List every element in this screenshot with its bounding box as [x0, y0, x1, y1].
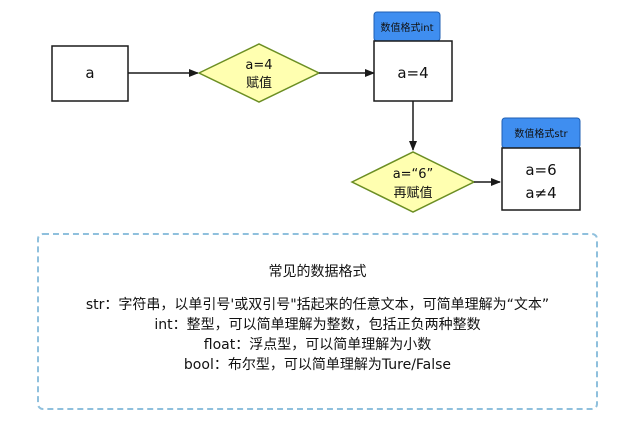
data-formats-notes: 常见的数据格式 str：字符串，以单引号'或双引号"括起来的任意文本，可简单理解…	[37, 233, 598, 410]
assign-diamond-value: a=4	[245, 58, 272, 73]
str-value-line-2: a≠4	[525, 184, 556, 202]
notes-title: 常见的数据格式	[268, 264, 367, 280]
assign-diamond	[197, 43, 321, 103]
note-bool: bool：布尔型，可以简单理解为Ture/False	[183, 357, 452, 373]
reassign-diamond	[350, 151, 476, 213]
note-int: int：整型，可以简单理解为整数，包括正负两种整数	[154, 317, 481, 333]
reassign-diamond-caption: 再赋值	[393, 185, 432, 201]
str-value-box	[501, 147, 581, 211]
notes-list: str：字符串，以单引号'或双引号"括起来的任意文本，可简单理解为“文本” in…	[39, 295, 596, 375]
variable-a-label: a	[85, 64, 94, 82]
int-value-label: a=4	[397, 64, 428, 82]
assign-diamond-caption: 赋值	[246, 75, 272, 91]
variable-a-box	[51, 45, 129, 102]
note-float: float：浮点型，可以简单理解为小数	[203, 337, 432, 353]
str-value-line-1: a=6	[525, 161, 556, 179]
int-format-tag-label: 数值格式int	[380, 21, 433, 34]
str-format-tag-label: 数值格式str	[514, 127, 568, 140]
reassign-diamond-value: a=“6”	[393, 167, 434, 182]
note-str: str：字符串，以单引号'或双引号"括起来的任意文本，可简单理解为“文本”	[85, 297, 550, 313]
